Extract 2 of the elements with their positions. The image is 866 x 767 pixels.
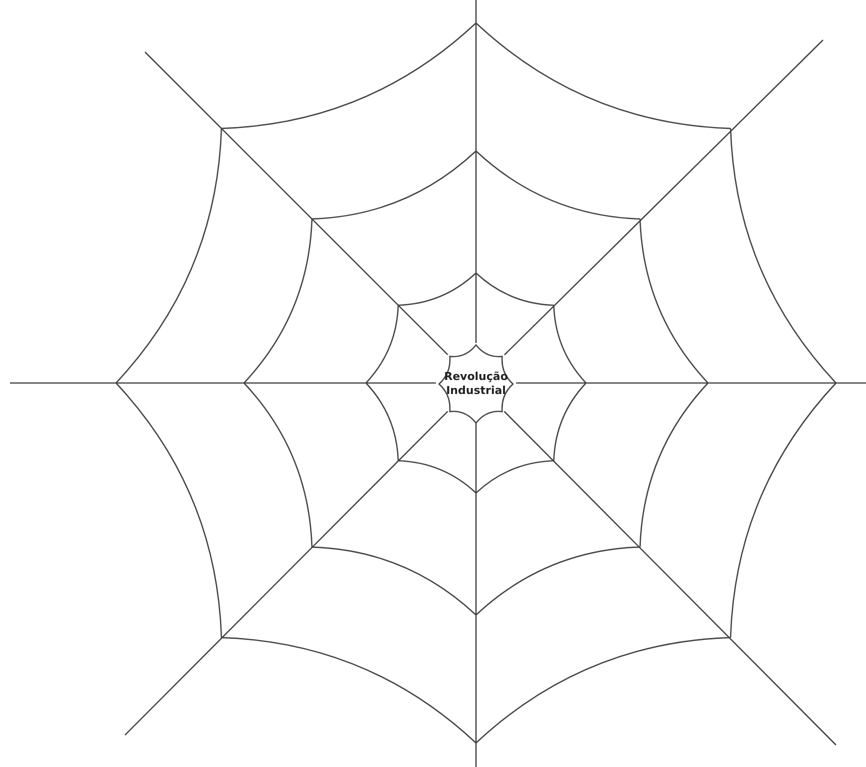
topic-text: Revolução Industrial bbox=[444, 370, 508, 398]
center-web-node bbox=[438, 344, 514, 424]
